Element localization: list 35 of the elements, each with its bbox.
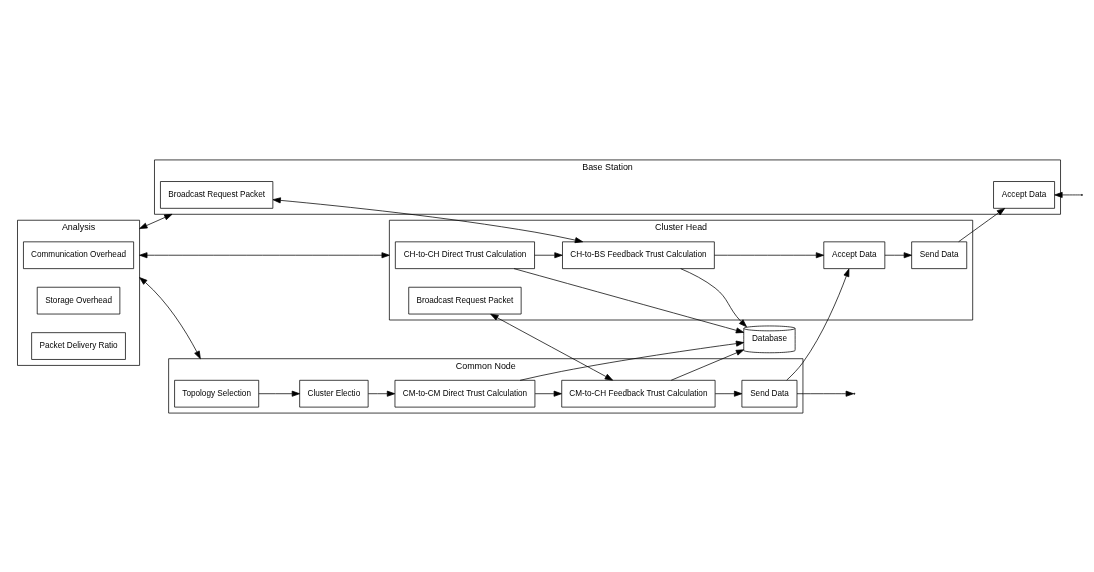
node-box: Topology Selection bbox=[174, 379, 260, 407]
arrow bbox=[714, 251, 825, 258]
arrow bbox=[680, 267, 747, 327]
arrow bbox=[714, 390, 743, 397]
node-box: CM-to-CH Feedback Trust Calculation bbox=[561, 379, 716, 407]
arrow bbox=[139, 276, 201, 359]
node-box: Packet Delivery Ratio bbox=[31, 331, 126, 360]
arrow bbox=[258, 390, 300, 397]
node-box: Broadcast Request Packet bbox=[160, 180, 274, 209]
node-box: Storage Overhead bbox=[36, 286, 121, 314]
node-box: Cluster Electio bbox=[299, 379, 369, 407]
arrow bbox=[519, 340, 745, 381]
arrow bbox=[534, 251, 563, 258]
arrow bbox=[139, 213, 173, 229]
arrow bbox=[884, 251, 912, 258]
node-box: Broadcast Request Packet bbox=[408, 286, 522, 314]
node-box: CH-to-CH Direct Trust Calculation bbox=[394, 240, 535, 269]
node-box: Accept Data bbox=[993, 180, 1055, 209]
arrow bbox=[786, 268, 850, 380]
arrow bbox=[670, 348, 745, 381]
arrow bbox=[513, 267, 745, 333]
node-box: Communication Overhead bbox=[23, 240, 134, 269]
arrow bbox=[490, 313, 613, 381]
node-box: CM-to-CM Direct Trust Calculation bbox=[394, 379, 536, 407]
node-box: Send Data bbox=[911, 240, 968, 269]
arrow bbox=[139, 251, 390, 258]
node-box: Accept Data bbox=[823, 240, 886, 269]
arrow bbox=[272, 196, 584, 243]
arrow bbox=[368, 390, 396, 397]
arrow bbox=[534, 390, 562, 397]
arrow bbox=[958, 207, 1006, 242]
arrow bbox=[796, 390, 854, 397]
arrow bbox=[1054, 191, 1082, 198]
node-box: Send Data bbox=[741, 379, 798, 407]
node-box: CH-to-BS Feedback Trust Calculation bbox=[562, 240, 715, 269]
